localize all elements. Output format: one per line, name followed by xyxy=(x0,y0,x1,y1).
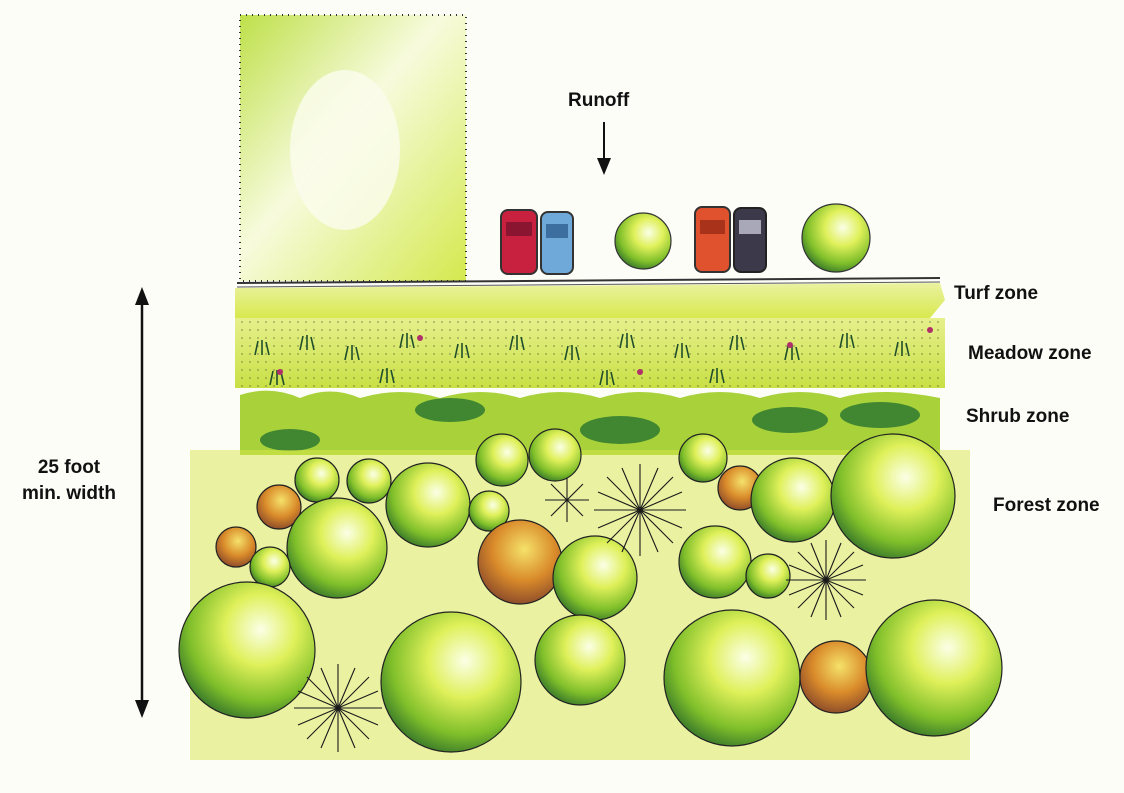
forest-zone xyxy=(179,429,1002,760)
width-label-line-1: 25 foot xyxy=(10,455,128,481)
width-label: 25 foot min. width xyxy=(10,455,128,507)
runoff-label: Runoff xyxy=(568,90,629,112)
meadow-zone-band xyxy=(235,318,945,388)
turf-zone-label: Turf zone xyxy=(954,283,1038,305)
forest-zone-label: Forest zone xyxy=(993,495,1100,517)
meadow-zone-label: Meadow zone xyxy=(968,343,1092,365)
width-label-line-2: min. width xyxy=(10,481,128,507)
shrub-zone-label: Shrub zone xyxy=(966,406,1069,428)
turf-zone-band xyxy=(235,283,945,320)
building-icon xyxy=(240,15,466,281)
arrow-down-icon xyxy=(597,122,611,175)
shrub-zone-band xyxy=(240,391,940,455)
